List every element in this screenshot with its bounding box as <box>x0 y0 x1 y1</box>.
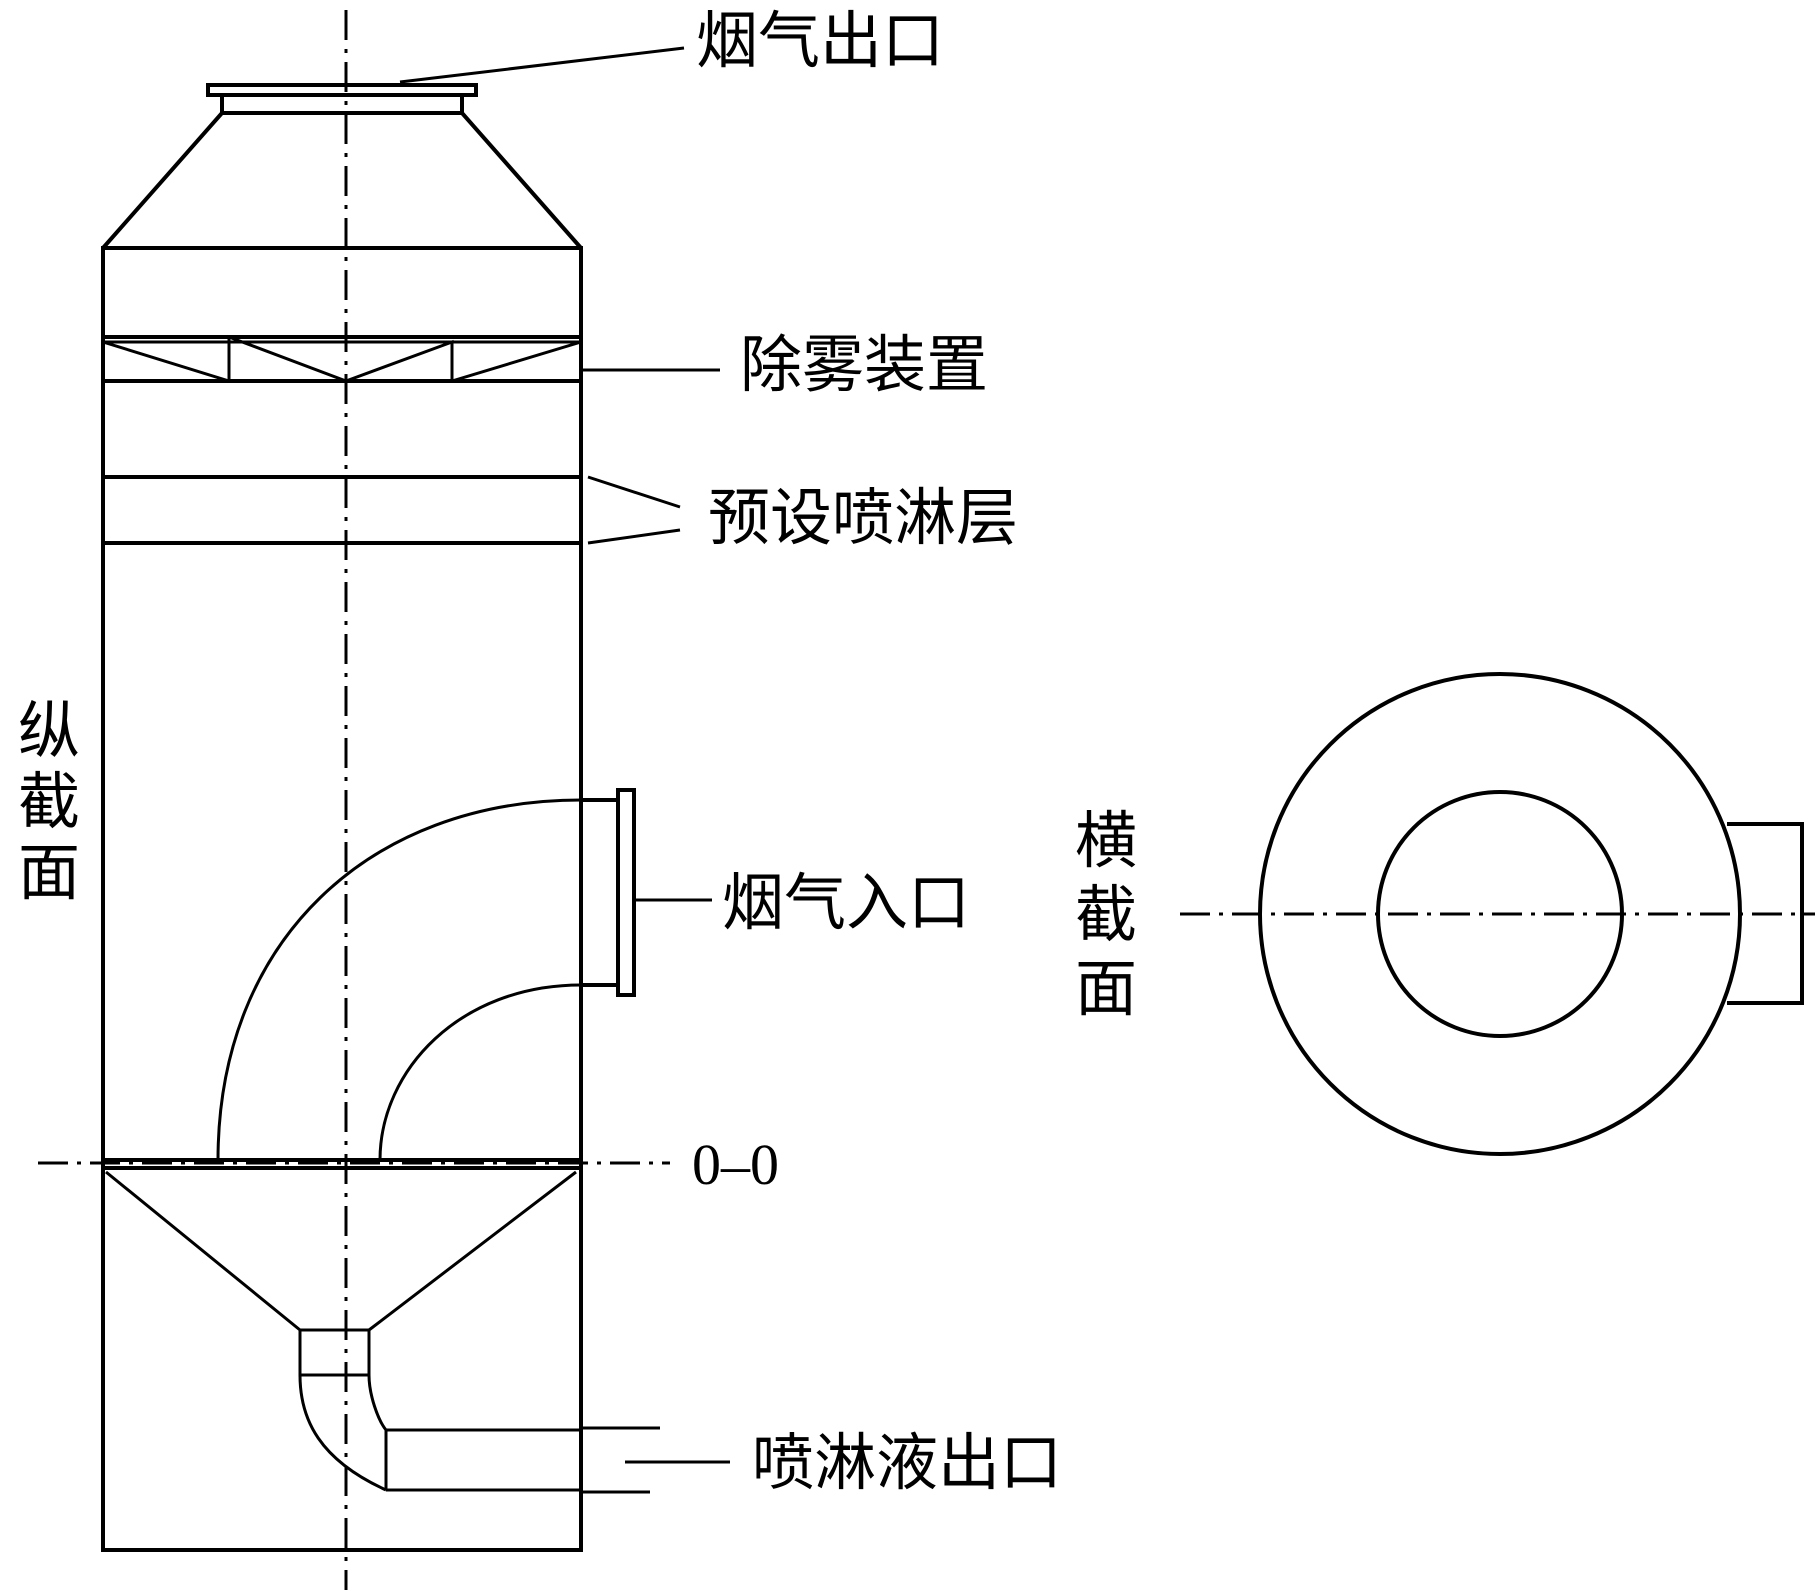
inlet-duct-box <box>1727 822 1804 1005</box>
label-section-0-0: 0–0 <box>692 1132 779 1197</box>
label-longitudinal-char-3: 面 <box>18 836 80 909</box>
cross-section-view <box>1180 672 1815 1156</box>
tower-shell <box>101 246 583 1552</box>
leader-spray-layer <box>587 475 681 545</box>
section-plate <box>103 1158 581 1170</box>
label-longitudinal-char-1: 纵 <box>18 694 80 767</box>
label-flue-gas-outlet: 烟气出口 <box>696 4 944 77</box>
leader-flue-gas-outlet <box>399 46 685 84</box>
outlet-neck <box>220 95 464 115</box>
label-preset-spray-layer: 预设喷淋层 <box>708 481 1018 554</box>
label-longitudinal-section: 纵 截 面 <box>18 694 100 909</box>
label-cross-char-2: 截 <box>1075 878 1137 951</box>
label-longitudinal-char-2: 截 <box>18 765 80 838</box>
tower-longitudinal-section <box>101 83 660 1552</box>
label-spray-liquid-outlet: 喷淋液出口 <box>752 1426 1062 1499</box>
spray-liquid-outlet-pipe <box>298 1374 660 1494</box>
conical-top <box>101 111 583 250</box>
label-demister: 除雾装置 <box>740 328 988 401</box>
demister-device <box>102 334 583 384</box>
hopper-cone <box>105 1170 577 1332</box>
label-cross-char-3: 面 <box>1075 952 1137 1025</box>
label-flue-gas-inlet: 烟气入口 <box>722 866 970 939</box>
label-cross-char-1: 横 <box>1075 804 1137 877</box>
flue-gas-inlet-pipe <box>216 788 636 1161</box>
label-cross-section: 横 截 面 <box>1075 804 1157 1025</box>
hopper-neck <box>298 1328 371 1377</box>
outlet-flange <box>206 83 478 97</box>
